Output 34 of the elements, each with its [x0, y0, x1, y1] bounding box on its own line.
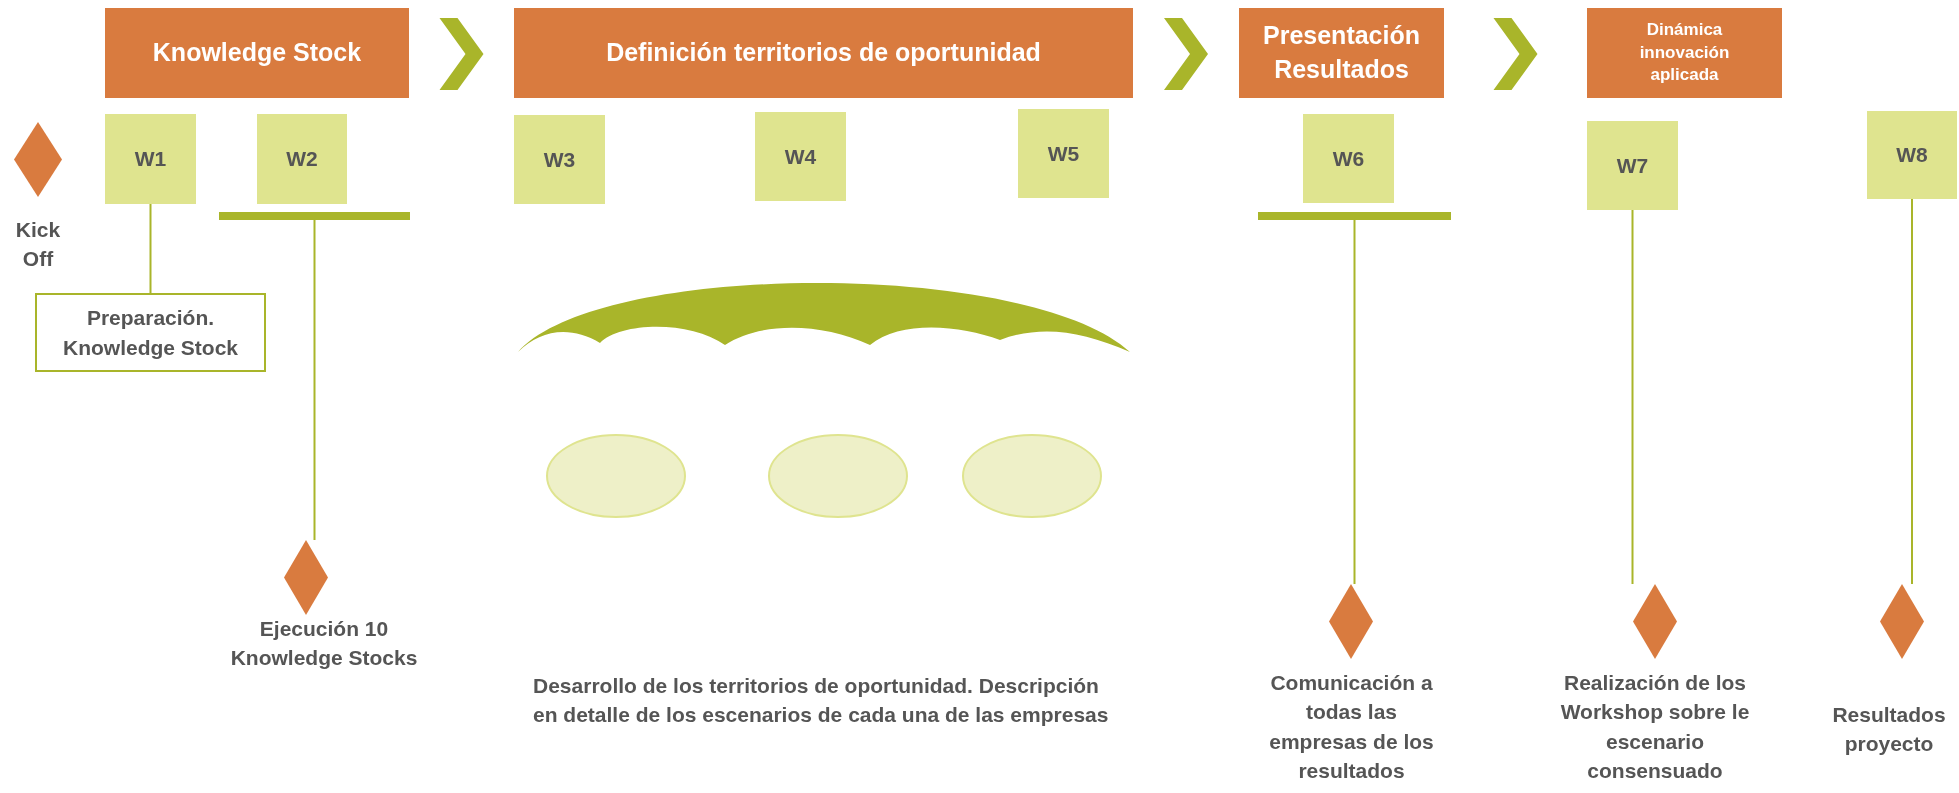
- week-box: W7: [1587, 121, 1678, 210]
- connector-line: [1353, 219, 1356, 585]
- milestone-label: Realización de los Workshop sobre le escenario consensuado: [1559, 670, 1751, 785]
- week-box: W2: [257, 114, 347, 204]
- week-box: W3: [514, 115, 605, 204]
- phase-header: Dinámica innovación aplicada: [1587, 8, 1782, 98]
- week-box: W5: [1018, 109, 1109, 198]
- milestone-diamond: [1880, 584, 1924, 659]
- milestone-label: Kick Off: [14, 217, 62, 273]
- task-box: Preparación. Knowledge Stock: [35, 293, 266, 372]
- description-text: Desarrollo de los territorios de oportunidad. Descripción en detalle de los escenarios de cada una de las empresas: [533, 673, 1110, 729]
- week-box: W4: [755, 112, 846, 201]
- milestone-diamond: [284, 540, 328, 615]
- milestone-diamond: [1329, 584, 1373, 659]
- phase-header: Definición territorios de oportunidad: [514, 8, 1133, 98]
- milestone-label: Resultados proyecto: [1831, 702, 1947, 758]
- connector-line: [313, 219, 316, 541]
- week-box: W6: [1303, 114, 1394, 203]
- chevron-arrow: [439, 18, 484, 90]
- timeline-bar: [219, 212, 410, 220]
- milestone-label: Comunicación a todas las empresas de los resultados: [1268, 670, 1435, 785]
- milestone-label: Ejecución 10 Knowledge Stocks: [229, 616, 419, 672]
- connector-line: [149, 203, 152, 294]
- chevron-arrow: [1493, 18, 1538, 90]
- week-box: W8: [1867, 111, 1957, 199]
- week-box: W1: [105, 114, 196, 204]
- milestone-diamond: [1633, 584, 1677, 659]
- milestone-diamond: [14, 122, 62, 197]
- timeline-bar: [1258, 212, 1451, 220]
- connector-line: [1911, 198, 1913, 585]
- connector-line: [1631, 209, 1634, 585]
- phase-header: Knowledge Stock: [105, 8, 409, 98]
- phase-header: Presentación Resultados: [1239, 8, 1444, 98]
- chevron-arrow: [1164, 18, 1208, 90]
